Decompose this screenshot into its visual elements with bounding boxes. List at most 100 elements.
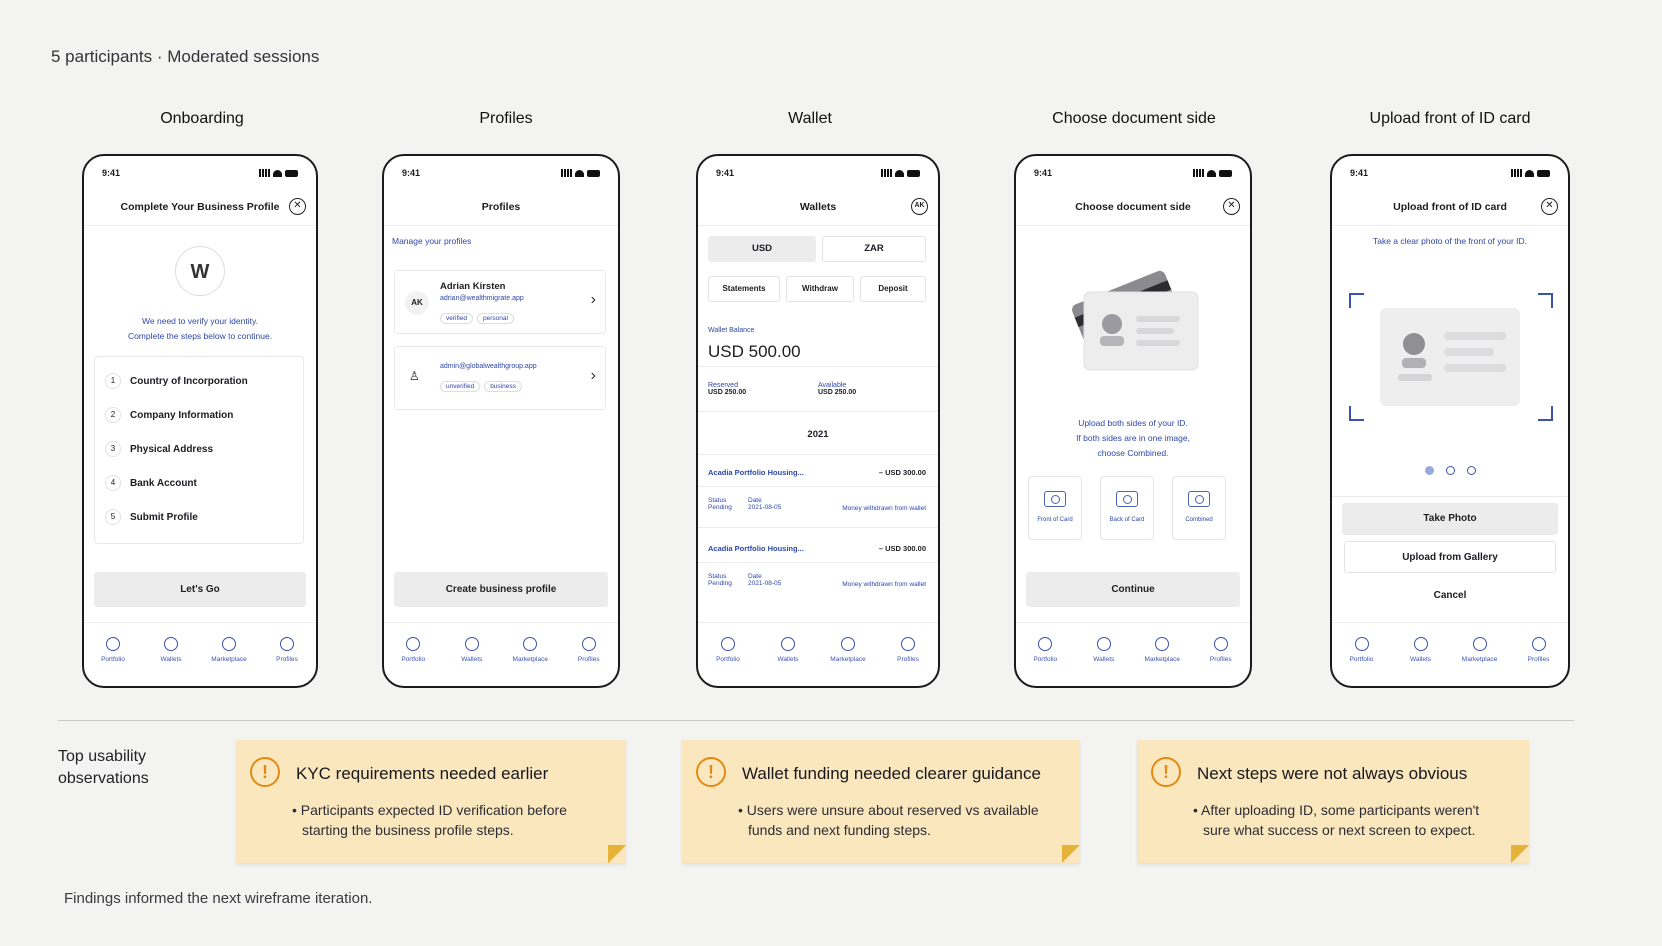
- date-label: Date: [748, 497, 762, 504]
- camera-icon: [1188, 491, 1210, 507]
- profiles-icon: [1213, 637, 1228, 651]
- phone-profiles: 9:41 Profiles Manage your profiles AK Ad…: [382, 154, 620, 688]
- avatar[interactable]: AK: [911, 198, 928, 215]
- tab-wallets[interactable]: Wallets: [146, 637, 196, 686]
- wifi-icon: [895, 169, 904, 177]
- transaction-title: Acadia Portfolio Housing...: [708, 544, 804, 553]
- tab-marketplace[interactable]: Marketplace: [1137, 637, 1187, 686]
- page-dot[interactable]: [1424, 466, 1434, 475]
- tab-portfolio[interactable]: Portfolio: [88, 637, 138, 686]
- id-cards-illustration: [1072, 270, 1199, 371]
- tab-profiles[interactable]: Profiles: [564, 637, 614, 686]
- create-business-profile-button[interactable]: Create business profile: [394, 572, 608, 607]
- reserved-value: USD 250.00: [708, 389, 747, 396]
- profile-card[interactable]: ♙ admin@globalwealthgroup.app unverified…: [394, 346, 606, 410]
- transaction-row[interactable]: Acadia Portfolio Housing...– USD 300.00: [708, 544, 926, 553]
- transaction-title: Acadia Portfolio Housing...: [708, 468, 804, 477]
- step-number: 4: [105, 475, 121, 491]
- profiles-icon: [280, 637, 294, 651]
- year-header: 2021: [807, 429, 829, 440]
- tab-profiles[interactable]: Profiles: [1196, 637, 1246, 686]
- currency-tab-usd[interactable]: USD: [708, 236, 816, 262]
- step-label: Country of Incorporation: [130, 375, 248, 387]
- profile-card[interactable]: AK Adrian Kirsten adrian@wealthmigrate.a…: [394, 270, 606, 334]
- chevron-right-icon: ›: [590, 291, 596, 308]
- tab-profiles[interactable]: Profiles: [262, 637, 312, 686]
- header-title: Wallets: [799, 201, 837, 213]
- marketplace-icon: [523, 637, 538, 651]
- tab-marketplace[interactable]: Marketplace: [823, 637, 873, 686]
- tab-marketplace[interactable]: Marketplace: [204, 637, 254, 686]
- close-icon[interactable]: ✕: [1223, 198, 1240, 215]
- step-number: 5: [105, 509, 121, 525]
- tab-wallets[interactable]: Wallets: [1079, 637, 1129, 686]
- header-title: Choose document side: [1075, 201, 1191, 213]
- tab-profiles[interactable]: Profiles: [1514, 637, 1564, 686]
- page-dot[interactable]: [1445, 466, 1455, 475]
- marketplace-icon: [1472, 637, 1487, 651]
- tab-portfolio[interactable]: Portfolio: [1337, 637, 1387, 686]
- tab-profiles[interactable]: Profiles: [883, 637, 933, 686]
- take-photo-button[interactable]: Take Photo: [1342, 503, 1558, 535]
- wifi-icon: [1207, 169, 1216, 177]
- cancel-button[interactable]: Cancel: [1433, 590, 1467, 601]
- date-value: 2021-08-05: [748, 580, 782, 587]
- tab-label: Wallets: [461, 656, 483, 663]
- balance-label: Wallet Balance: [708, 327, 755, 334]
- tab-wallets[interactable]: Wallets: [447, 637, 497, 686]
- continue-button[interactable]: Continue: [1026, 572, 1240, 607]
- tab-wallets[interactable]: Wallets: [1396, 637, 1446, 686]
- verify-message: We need to verify your identity.: [142, 316, 258, 326]
- page-indicator: [1332, 466, 1568, 475]
- tab-label: Portfolio: [716, 656, 740, 663]
- tab-bar: Portfolio Wallets Marketplace Profiles: [384, 622, 618, 686]
- lets-go-button[interactable]: Let's Go: [94, 572, 306, 607]
- deposit-button[interactable]: Deposit: [860, 276, 926, 302]
- tab-label: Portfolio: [101, 656, 125, 663]
- wifi-icon: [575, 169, 584, 177]
- tab-portfolio[interactable]: Portfolio: [703, 637, 753, 686]
- close-icon[interactable]: ✕: [289, 198, 306, 215]
- back-of-card-option[interactable]: Back of Card: [1100, 476, 1154, 540]
- marketplace-icon: [222, 637, 236, 651]
- note-body: • Participants expected ID verification …: [292, 800, 606, 840]
- screen-title-upload: Upload front of ID card: [1369, 110, 1531, 127]
- tab-portfolio[interactable]: Portfolio: [388, 637, 438, 686]
- signal-icon: [259, 169, 270, 177]
- tab-label: Profiles: [1209, 656, 1232, 663]
- wallet-balance: USD 500.00: [708, 342, 801, 361]
- page-dot[interactable]: [1466, 466, 1476, 475]
- step-label: Company Information: [130, 409, 234, 421]
- note-body-line: • After uploading ID, some participants …: [1193, 802, 1480, 818]
- combined-option[interactable]: Combined: [1172, 476, 1226, 540]
- marketplace-icon: [841, 637, 855, 651]
- header-title: Complete Your Business Profile: [120, 201, 280, 213]
- phone-onboarding: 9:41 Complete Your Business Profile✕ W W…: [82, 154, 318, 688]
- tab-label: Portfolio: [401, 656, 426, 663]
- close-icon[interactable]: ✕: [1541, 198, 1558, 215]
- tab-marketplace[interactable]: Marketplace: [1455, 637, 1505, 686]
- upload-gallery-button[interactable]: Upload from Gallery: [1344, 541, 1556, 573]
- status-time: 9:41: [716, 168, 735, 178]
- front-of-card-option[interactable]: Front of Card: [1028, 476, 1082, 540]
- transaction-row[interactable]: Acadia Portfolio Housing...– USD 300.00: [708, 468, 926, 477]
- statements-button[interactable]: Statements: [708, 276, 780, 302]
- warning-icon: !: [696, 757, 726, 787]
- currency-tab-zar[interactable]: ZAR: [822, 236, 926, 262]
- portfolio-icon: [1038, 637, 1053, 651]
- withdraw-button[interactable]: Withdraw: [786, 276, 854, 302]
- type-badge: personal: [476, 313, 514, 324]
- tab-wallets[interactable]: Wallets: [763, 637, 813, 686]
- status-label: Status: [708, 573, 727, 580]
- wallets-icon: [781, 637, 795, 651]
- tab-marketplace[interactable]: Marketplace: [505, 637, 555, 686]
- camera-icon: [1116, 491, 1138, 507]
- observation-note: ! Next steps were not always obvious • A…: [1137, 740, 1529, 863]
- tab-portfolio[interactable]: Portfolio: [1020, 637, 1070, 686]
